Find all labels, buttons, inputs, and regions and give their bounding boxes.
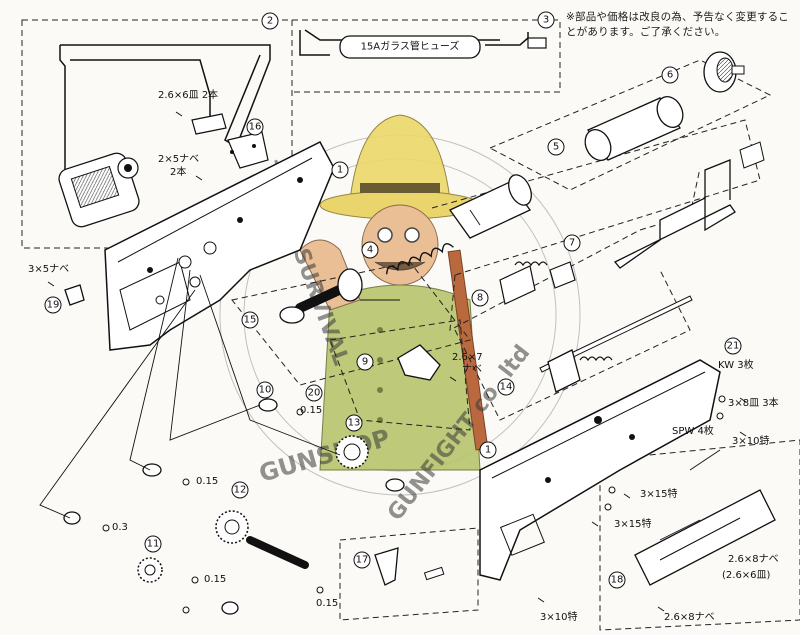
svg-text:4: 4 <box>367 245 373 256</box>
part-marker-19: 19 <box>44 296 62 314</box>
part-marker-12: 12 <box>231 481 249 499</box>
piston-spring-assembly <box>279 174 532 324</box>
svg-text:1: 1 <box>485 445 491 456</box>
svg-text:13: 13 <box>348 418 361 429</box>
label-screw-26x6: 2.6×6皿 2本 <box>158 88 218 101</box>
part-marker-4: 4 <box>361 241 379 259</box>
svg-text:3: 3 <box>543 15 549 26</box>
part-marker-6: 6 <box>661 66 679 84</box>
tappet-plate <box>613 159 736 269</box>
svg-text:14: 14 <box>500 382 513 393</box>
label-washer-015-a: 0.15 <box>300 405 322 416</box>
part-marker-7: 7 <box>563 234 581 252</box>
svg-text:6: 6 <box>667 70 673 81</box>
part-marker-16: 16 <box>246 118 264 136</box>
label-screw-3x10-bottom: 3×10特 <box>540 611 577 623</box>
label-washer-03: 0.3 <box>112 522 128 533</box>
cylinder-part <box>584 95 684 162</box>
label-screw-2x5: 2×5ナベ <box>158 153 199 165</box>
part-marker-15: 15 <box>241 311 259 329</box>
label-screw-26x7: 2.6×7 <box>452 352 483 363</box>
label-screw-26x8-a: 2.6×8ナベ <box>728 553 779 565</box>
left-gearbox-shell <box>104 141 335 351</box>
cutoff-lever <box>499 261 576 305</box>
label-count-2: 2本 <box>170 165 186 178</box>
svg-text:20: 20 <box>308 388 321 399</box>
part-marker-13: 13 <box>345 414 363 432</box>
right-gearbox-shell <box>479 359 721 581</box>
fuse-part: 15Aガラス管ヒューズ <box>339 35 547 59</box>
svg-text:16: 16 <box>249 122 262 133</box>
screws <box>47 111 747 612</box>
callout-labels: 2.6×6皿 2本 2×5ナベ 2本 3×5ナベ 2.6×7 ナベ KW 3枚 … <box>28 88 779 623</box>
part-marker-20: 20 <box>305 384 323 402</box>
switch-bracket <box>191 113 269 169</box>
svg-text:10: 10 <box>259 385 272 396</box>
label-washer-015-d: 0.15 <box>316 598 338 609</box>
svg-text:1: 1 <box>337 165 343 176</box>
svg-text:7: 7 <box>569 238 575 249</box>
svg-text:12: 12 <box>234 485 247 496</box>
label-screw-3x15-a: 3×15特 <box>640 488 677 500</box>
part-marker-1b: 1 <box>479 441 497 459</box>
trigger-spring-rod <box>539 295 693 393</box>
svg-text:9: 9 <box>362 357 368 368</box>
group-boxes <box>21 19 800 631</box>
svg-text:11: 11 <box>147 539 160 550</box>
label-screw-3x8: 3×8皿 3本 <box>728 396 779 409</box>
part-marker-8: 8 <box>471 289 489 307</box>
part-marker-11: 11 <box>144 535 162 553</box>
part-marker-1: 1 <box>331 161 349 179</box>
part-marker-18: 18 <box>608 571 626 589</box>
label-washer-015-c: 0.15 <box>204 574 226 585</box>
gears <box>63 398 405 615</box>
svg-text:19: 19 <box>47 300 60 311</box>
part-number-markers: 1 1 2 3 4 5 6 7 8 9 10 11 12 13 14 15 16… <box>44 11 742 589</box>
label-washer-015-b: 0.15 <box>196 476 218 487</box>
leader-lines <box>39 209 721 541</box>
svg-text:2: 2 <box>267 16 273 27</box>
part-marker-2: 2 <box>261 12 279 30</box>
part-marker-10: 10 <box>256 381 274 399</box>
label-screw-3x10-right: 3×10特 <box>732 435 769 447</box>
svg-text:18: 18 <box>611 575 624 586</box>
nozzle <box>739 141 765 169</box>
label-screw-26x6-alt: (2.6×6皿) <box>722 570 771 581</box>
motor-part <box>58 152 140 228</box>
svg-text:8: 8 <box>477 293 483 304</box>
svg-text:15: 15 <box>244 315 257 326</box>
washers <box>102 395 726 614</box>
part-marker-17: 17 <box>353 551 371 569</box>
svg-text:17: 17 <box>356 555 369 566</box>
small-parts <box>64 284 776 586</box>
part-marker-5: 5 <box>547 138 565 156</box>
label-screw-26x8-b: 2.6×8ナベ <box>664 611 715 623</box>
label-nabe: ナベ <box>462 363 482 375</box>
label-screw-3x15-b: 3×15特 <box>614 518 651 530</box>
label-screw-3x5: 3×5ナベ <box>28 263 69 275</box>
part-marker-21: 21 <box>724 337 742 355</box>
label-kw3: KW 3枚 <box>718 358 754 371</box>
part-marker-9: 9 <box>356 353 374 371</box>
label-spw4: SPW 4枚 <box>672 424 714 437</box>
cylinder-head <box>703 51 745 93</box>
part-marker-3: 3 <box>537 11 555 29</box>
part-marker-14: 14 <box>497 378 515 396</box>
svg-text:5: 5 <box>553 142 559 153</box>
fuse-label: 15Aガラス管ヒューズ <box>361 40 460 53</box>
svg-text:21: 21 <box>727 341 740 352</box>
notice-text: ※部品や価格は改良の為、予告なく変更することがあります。ご了承ください。 <box>566 11 789 38</box>
